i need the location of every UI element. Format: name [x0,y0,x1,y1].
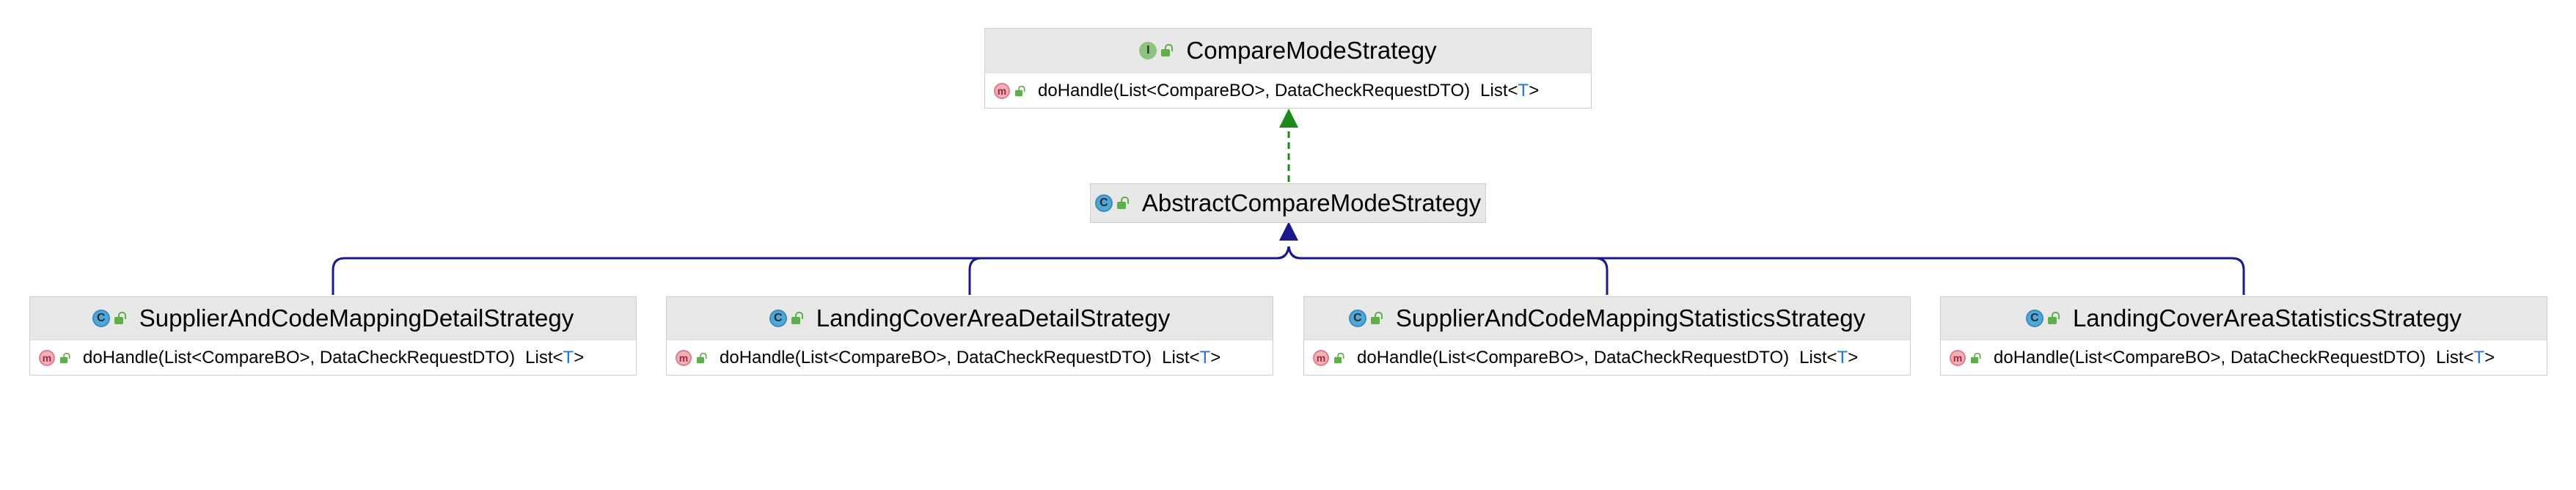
method-return-suffix: > [2484,347,2495,368]
method-return-type-var: T [1199,347,1211,368]
class-icon: C [1094,194,1113,212]
subclass-node[interactable]: C LandingCoverAreaDetailStrategy m doHan… [666,296,1273,376]
extends-arrowhead [1279,222,1298,241]
method-name: doHandle [1994,347,2069,368]
method-name: doHandle [1038,80,1113,100]
public-visibility-icon [1970,352,1981,363]
public-visibility-icon [1116,197,1129,209]
subclass-name: SupplierAndCodeMappingStatisticsStrategy [1395,304,1866,332]
interface-name: CompareModeStrategy [1186,37,1437,64]
method-icon: m [676,349,692,366]
extends-edge-3 [1287,246,1609,295]
subclass-method-row[interactable]: m doHandle (List<CompareBO>, DataCheckRe… [1941,340,2547,375]
subclass-method-row[interactable]: m doHandle (List<CompareBO>, DataCheckRe… [1304,340,1910,375]
subclass-header: C LandingCoverAreaDetailStrategy [667,297,1273,340]
extends-edge-4 [1287,246,2245,295]
interface-header: I CompareModeStrategy [985,29,1591,73]
interface-node[interactable]: I CompareModeStrategy m doHandle (List<C… [984,28,1592,109]
subclass-method-row[interactable]: m doHandle (List<CompareBO>, DataCheckRe… [30,340,636,375]
method-return-prefix: List< [1480,80,1518,100]
public-visibility-icon [791,312,803,324]
method-name: doHandle [1357,347,1432,368]
class-icon: C [769,310,787,327]
method-return-type-var: T [1837,347,1848,368]
subclass-node[interactable]: C SupplierAndCodeMappingDetailStrategy m… [29,296,637,376]
method-name: doHandle [83,347,158,368]
method-params: (List<CompareBO>, DataCheckRequestDTO) [158,347,516,368]
class-icon: C [2025,310,2043,327]
method-return-suffix: > [574,347,585,368]
method-name: doHandle [720,347,795,368]
method-icon: m [1313,349,1329,366]
method-return-type-var: T [563,347,574,368]
method-params: (List<CompareBO>, DataCheckRequestDTO) [2068,347,2426,368]
interface-method-row[interactable]: m doHandle (List<CompareBO>, DataCheckRe… [985,73,1591,108]
subclass-header: C LandingCoverAreaStatisticsStrategy [1941,297,2547,340]
subclass-method-row[interactable]: m doHandle (List<CompareBO>, DataCheckRe… [667,340,1273,375]
method-params: (List<CompareBO>, DataCheckRequestDTO) [1432,347,1790,368]
subclass-node[interactable]: C SupplierAndCodeMappingStatisticsStrate… [1303,296,1911,376]
method-params: (List<CompareBO>, DataCheckRequestDTO) [794,347,1152,368]
subclass-header: C SupplierAndCodeMappingStatisticsStrate… [1304,297,1910,340]
method-icon: m [1950,349,1966,366]
subclass-name: LandingCoverAreaStatisticsStrategy [2072,304,2462,332]
public-visibility-icon [114,312,126,324]
method-return-prefix: List< [525,347,563,368]
subclass-node[interactable]: C LandingCoverAreaStatisticsStrategy m d… [1940,296,2547,376]
class-icon: C [1348,310,1366,327]
subclass-header: C SupplierAndCodeMappingDetailStrategy [30,297,636,340]
subclass-name: LandingCoverAreaDetailStrategy [816,304,1171,332]
abstract-class-name: AbstractCompareModeStrategy [1141,189,1482,216]
method-icon: m [994,82,1010,99]
method-icon: m [39,349,55,366]
public-visibility-icon [1014,85,1025,96]
class-icon: C [92,310,110,327]
extends-edge-1 [332,246,1290,295]
method-return-type-var: T [1518,80,1529,100]
method-return-suffix: > [1529,80,1540,100]
public-visibility-icon [1370,312,1383,324]
implements-arrowhead [1279,109,1298,128]
method-return-suffix: > [1210,347,1221,368]
public-visibility-icon [1161,44,1174,56]
public-visibility-icon [696,352,707,363]
abstract-class-node[interactable]: C AbstractCompareModeStrategy [1090,183,1486,223]
public-visibility-icon [1333,352,1344,363]
method-return-prefix: List< [1162,347,1200,368]
method-return-prefix: List< [2436,347,2474,368]
method-return-type-var: T [2473,347,2485,368]
public-visibility-icon [59,352,70,363]
method-return-suffix: > [1848,347,1859,368]
extends-edge-2 [968,246,1290,295]
method-params: (List<CompareBO>, DataCheckRequestDTO) [1113,80,1471,100]
interface-icon: I [1139,42,1157,59]
method-return-prefix: List< [1799,347,1837,368]
subclass-name: SupplierAndCodeMappingDetailStrategy [139,304,574,332]
public-visibility-icon [2047,312,2060,324]
abstract-class-header: C AbstractCompareModeStrategy [1091,184,1485,222]
